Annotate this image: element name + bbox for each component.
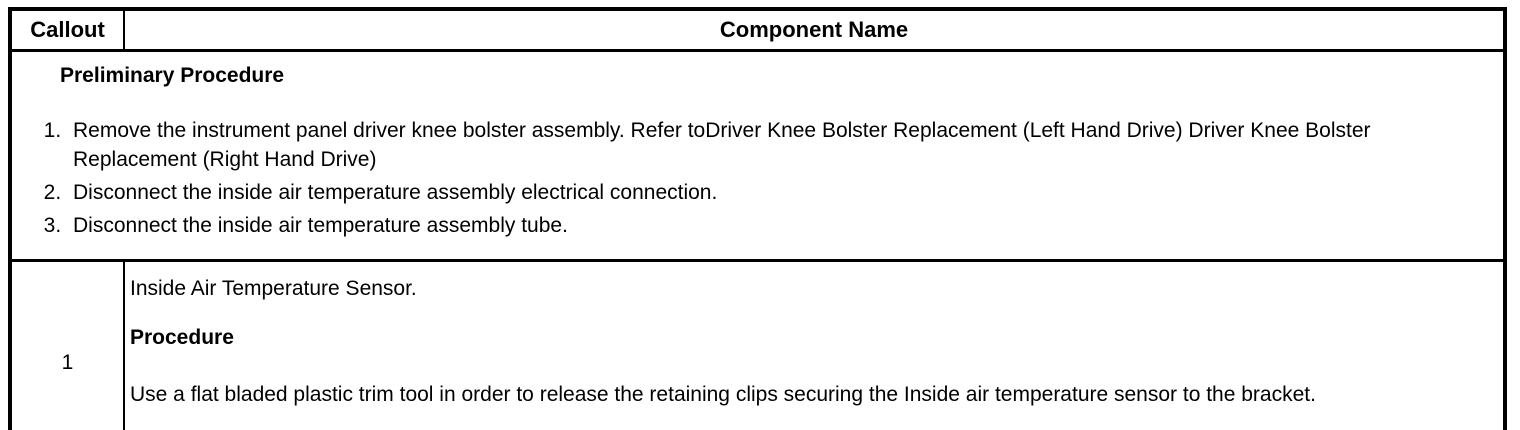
preliminary-step-3-text: Disconnect the inside air temperature as… xyxy=(73,214,568,237)
callout-number: 1 xyxy=(9,259,125,430)
preliminary-procedure-title: Preliminary Procedure xyxy=(60,64,285,87)
preliminary-step-2-text: Disconnect the inside air temperature as… xyxy=(73,181,718,204)
component-callout-table: Callout Component Name Preliminary Proce… xyxy=(8,7,1507,430)
preliminary-steps-list: Remove the instrument panel driver knee … xyxy=(12,116,1443,240)
preliminary-step-1: Remove the instrument panel driver knee … xyxy=(67,116,1443,174)
preliminary-procedure-cell: Preliminary Procedure Remove the instrum… xyxy=(9,49,1506,262)
component-row: 1 Inside Air Temperature Sensor. Procedu… xyxy=(9,259,1506,430)
table-header-row: Callout Component Name xyxy=(9,8,1506,52)
component-name: Inside Air Temperature Sensor. xyxy=(130,277,417,300)
preliminary-step-2: Disconnect the inside air temperature as… xyxy=(67,178,1443,207)
component-name-column-header: Component Name xyxy=(123,8,1506,52)
procedure-heading: Procedure xyxy=(130,326,234,349)
callout-column-header: Callout xyxy=(9,8,125,52)
procedure-text: Use a flat bladed plastic trim tool in o… xyxy=(130,383,1316,406)
preliminary-procedure-row: Preliminary Procedure Remove the instrum… xyxy=(9,49,1506,262)
preliminary-step-1-text: Remove the instrument panel driver knee … xyxy=(73,119,1371,171)
preliminary-step-3: Disconnect the inside air temperature as… xyxy=(67,211,1443,240)
component-description-cell: Inside Air Temperature Sensor. Procedure… xyxy=(123,259,1506,430)
